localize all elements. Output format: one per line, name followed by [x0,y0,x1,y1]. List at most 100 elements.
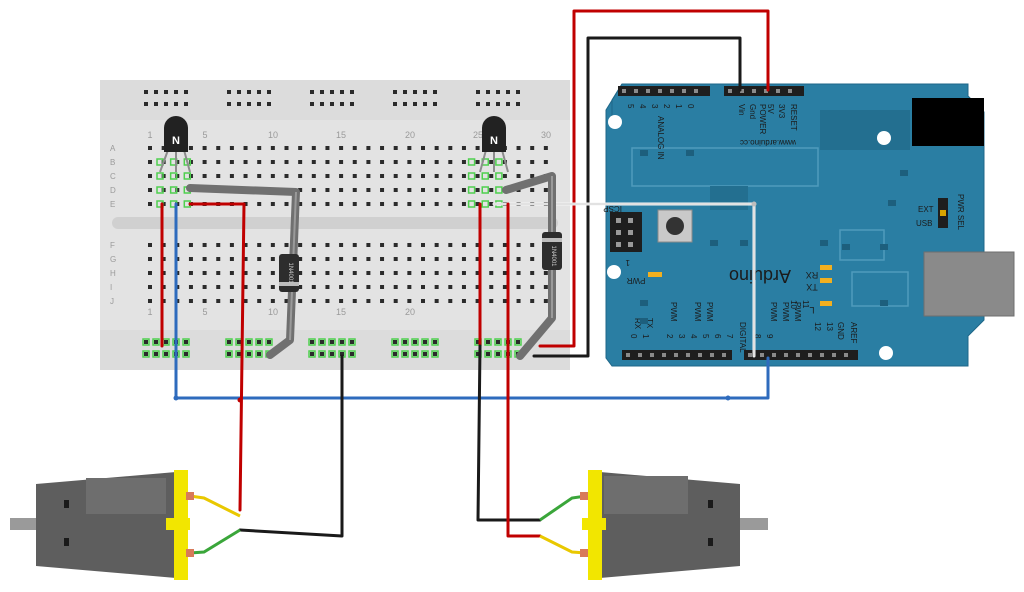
connected-hole [431,350,439,358]
red-wire-right-motor [506,202,542,538]
pin-8-label: 8 [753,334,762,339]
breadboard-hole [475,243,480,247]
breadboard-hole [516,271,521,275]
breadboard-hole [530,257,535,261]
motor-right-slot-1 [708,500,713,508]
rail-hole [164,352,168,356]
bb-row-g: G [110,255,116,264]
rail-hole [403,352,407,356]
header-pin[interactable] [694,89,698,93]
arduino-url: www.arduino.cc [740,138,797,147]
header-pin[interactable] [722,353,726,357]
header-pin[interactable] [638,353,642,357]
smd-component [740,240,748,246]
breadboard-hole [229,257,234,261]
header-pin[interactable] [832,353,836,357]
rail-hole [310,102,314,106]
header-pin[interactable] [796,353,800,357]
header-pin[interactable] [820,353,824,357]
header-pin[interactable] [658,89,662,93]
connected-hole [391,338,399,346]
pin-a0-label: 0 [686,104,695,109]
header-pin[interactable] [626,353,630,357]
connected-hole [481,186,489,194]
header-pin[interactable] [670,89,674,93]
breadboard-hole [475,271,480,275]
header-pin[interactable] [710,353,714,357]
rail-hole [184,102,188,106]
breadboard-hole [543,271,548,275]
breadboard-hole [339,299,344,303]
header-pin[interactable] [682,89,686,93]
header-pin[interactable] [748,353,752,357]
breadboard-hole [434,271,439,275]
breadboard-hole [502,271,507,275]
rail-hole [320,352,324,356]
icsp-header [610,212,642,252]
tx-label: TX [806,282,818,292]
rail-hole [496,340,500,344]
header-pin[interactable] [784,353,788,357]
rail-hole [310,340,314,344]
breadboard-hole [216,271,221,275]
breadboard-hole [243,285,248,289]
header-pin[interactable] [752,89,756,93]
breadboard-hole [243,202,248,206]
header-pin[interactable] [622,89,626,93]
header-pin[interactable] [728,89,732,93]
reset-button-cap[interactable] [666,217,684,235]
breadboard-hole [366,285,371,289]
arduino-brand: Arduino [729,266,791,286]
breadboard-hole [543,160,548,164]
rail-hole [227,90,231,94]
motor-right-lead-1 [539,494,587,522]
header-pin[interactable] [650,353,654,357]
breadboard-hole [161,243,166,247]
header-pin[interactable] [760,353,764,357]
pwm-label-10: PWM [793,302,802,322]
motor-left [10,470,241,580]
header-pin[interactable] [698,353,702,357]
header-pin[interactable] [634,89,638,93]
connected-hole [348,338,356,346]
rail-hole [340,90,344,94]
breadboard-hole [339,243,344,247]
rail-hole [350,90,354,94]
header-pin[interactable] [764,89,768,93]
header-pin[interactable] [772,353,776,357]
header-bottom [622,350,858,360]
header-pin[interactable] [740,89,744,93]
breadboard-hole [434,299,439,303]
breadboard-hole [380,174,385,178]
transistor-left: N [159,116,191,173]
connected-hole [401,338,409,346]
breadboard-hole [270,257,275,261]
pin-a5-label: 5 [626,104,635,109]
breadboard-hole [461,299,466,303]
header-pin[interactable] [844,353,848,357]
breadboard-hole [311,160,316,164]
pwr-sel-jumper-cap[interactable] [940,210,946,216]
motor-right [539,470,768,580]
pin-a4-label: 4 [638,104,647,109]
breadboard-hole [393,146,398,150]
header-pin[interactable] [674,353,678,357]
pwm-label-6: PWM [705,302,714,322]
breadboard-hole [339,202,344,206]
bb-col-20-bottom: 20 [405,307,415,317]
header-pin[interactable] [662,353,666,357]
header-pin[interactable] [808,353,812,357]
header-pin[interactable] [646,89,650,93]
connected-hole [338,338,346,346]
pwm-label-11: PWM [781,302,790,322]
breadboard-holes [144,90,548,356]
rail-hole [403,340,407,344]
connected-hole [182,338,190,346]
header-pin[interactable] [686,353,690,357]
rail-hole [486,352,490,356]
header-pin[interactable] [788,89,792,93]
breadboard-hole [352,243,357,247]
breadboard-hole [325,285,330,289]
rail-hole [413,340,417,344]
header-pin[interactable] [776,89,780,93]
